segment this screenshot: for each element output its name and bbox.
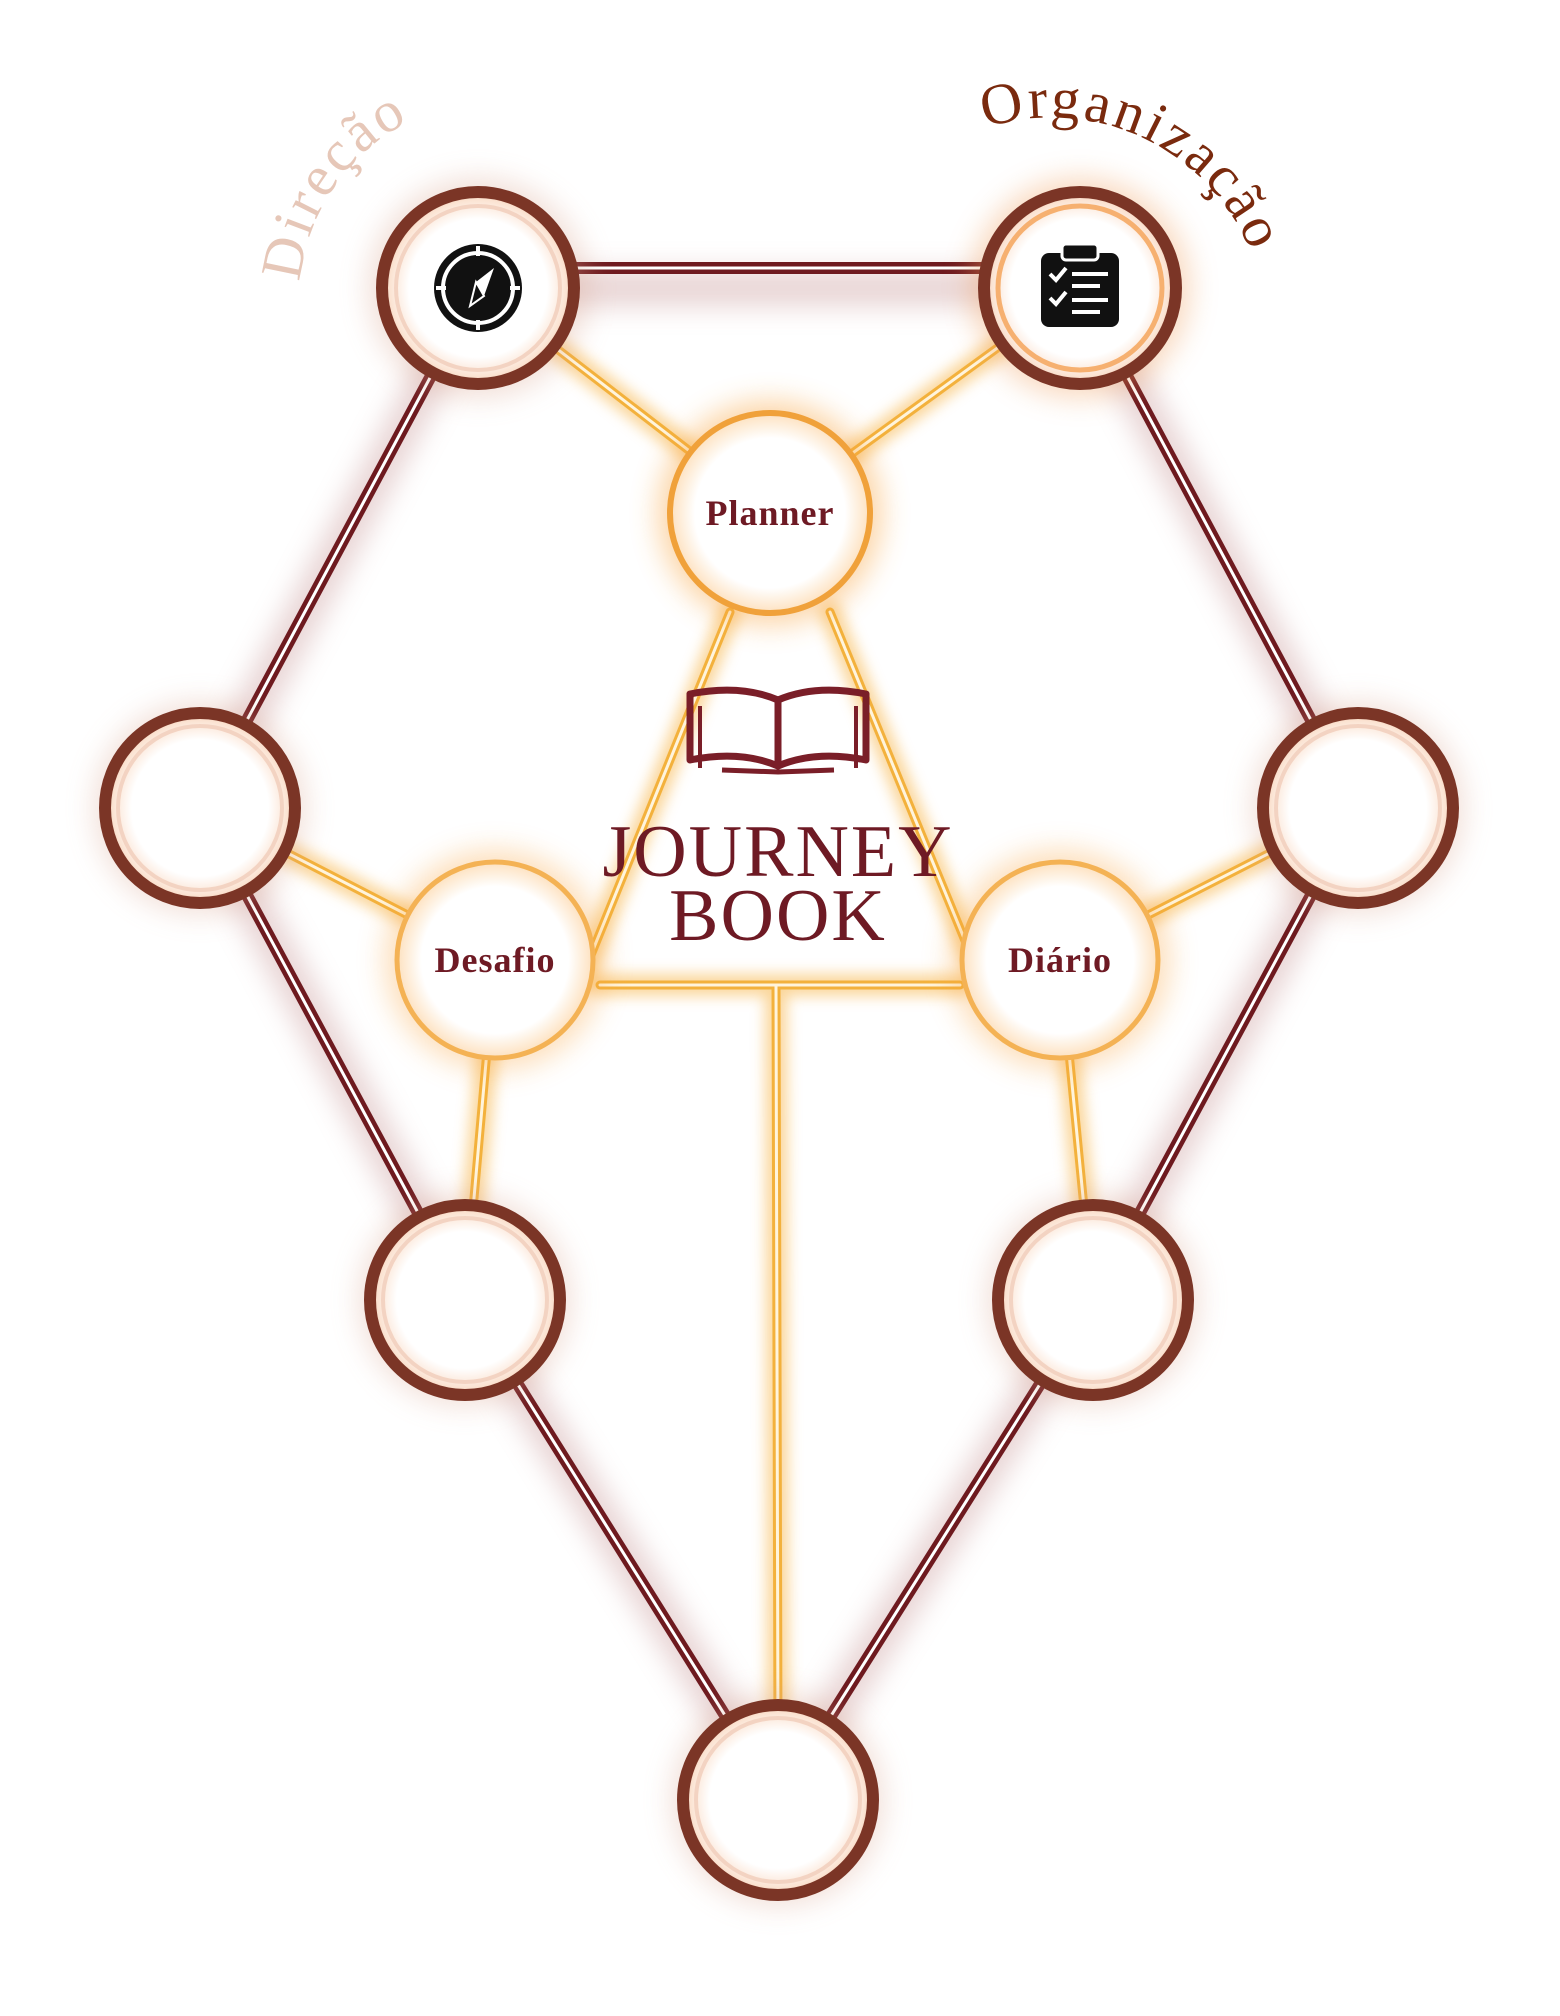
node-diario[interactable]: Diário <box>950 850 1170 1070</box>
title-line-2: BOOK <box>669 875 887 957</box>
planner-label: Planner <box>706 493 835 533</box>
node-planner[interactable]: Planner <box>658 401 882 625</box>
node-desafio[interactable]: Desafio <box>385 850 605 1070</box>
node-organizacao[interactable] <box>970 178 1190 398</box>
node-right[interactable] <box>1252 702 1464 914</box>
node-low-right[interactable] <box>987 1194 1199 1406</box>
node-left[interactable] <box>94 702 306 914</box>
diario-label: Diário <box>1008 940 1112 980</box>
node-bottom[interactable] <box>672 1694 884 1906</box>
node-direcao[interactable] <box>368 178 588 398</box>
compass-icon <box>434 244 522 332</box>
desafio-label: Desafio <box>435 940 556 980</box>
node-low-left[interactable] <box>359 1194 571 1406</box>
clipboard-checklist-icon <box>1041 242 1119 327</box>
open-book-icon <box>686 686 870 775</box>
title-line-1: JOURNEY <box>602 811 953 893</box>
